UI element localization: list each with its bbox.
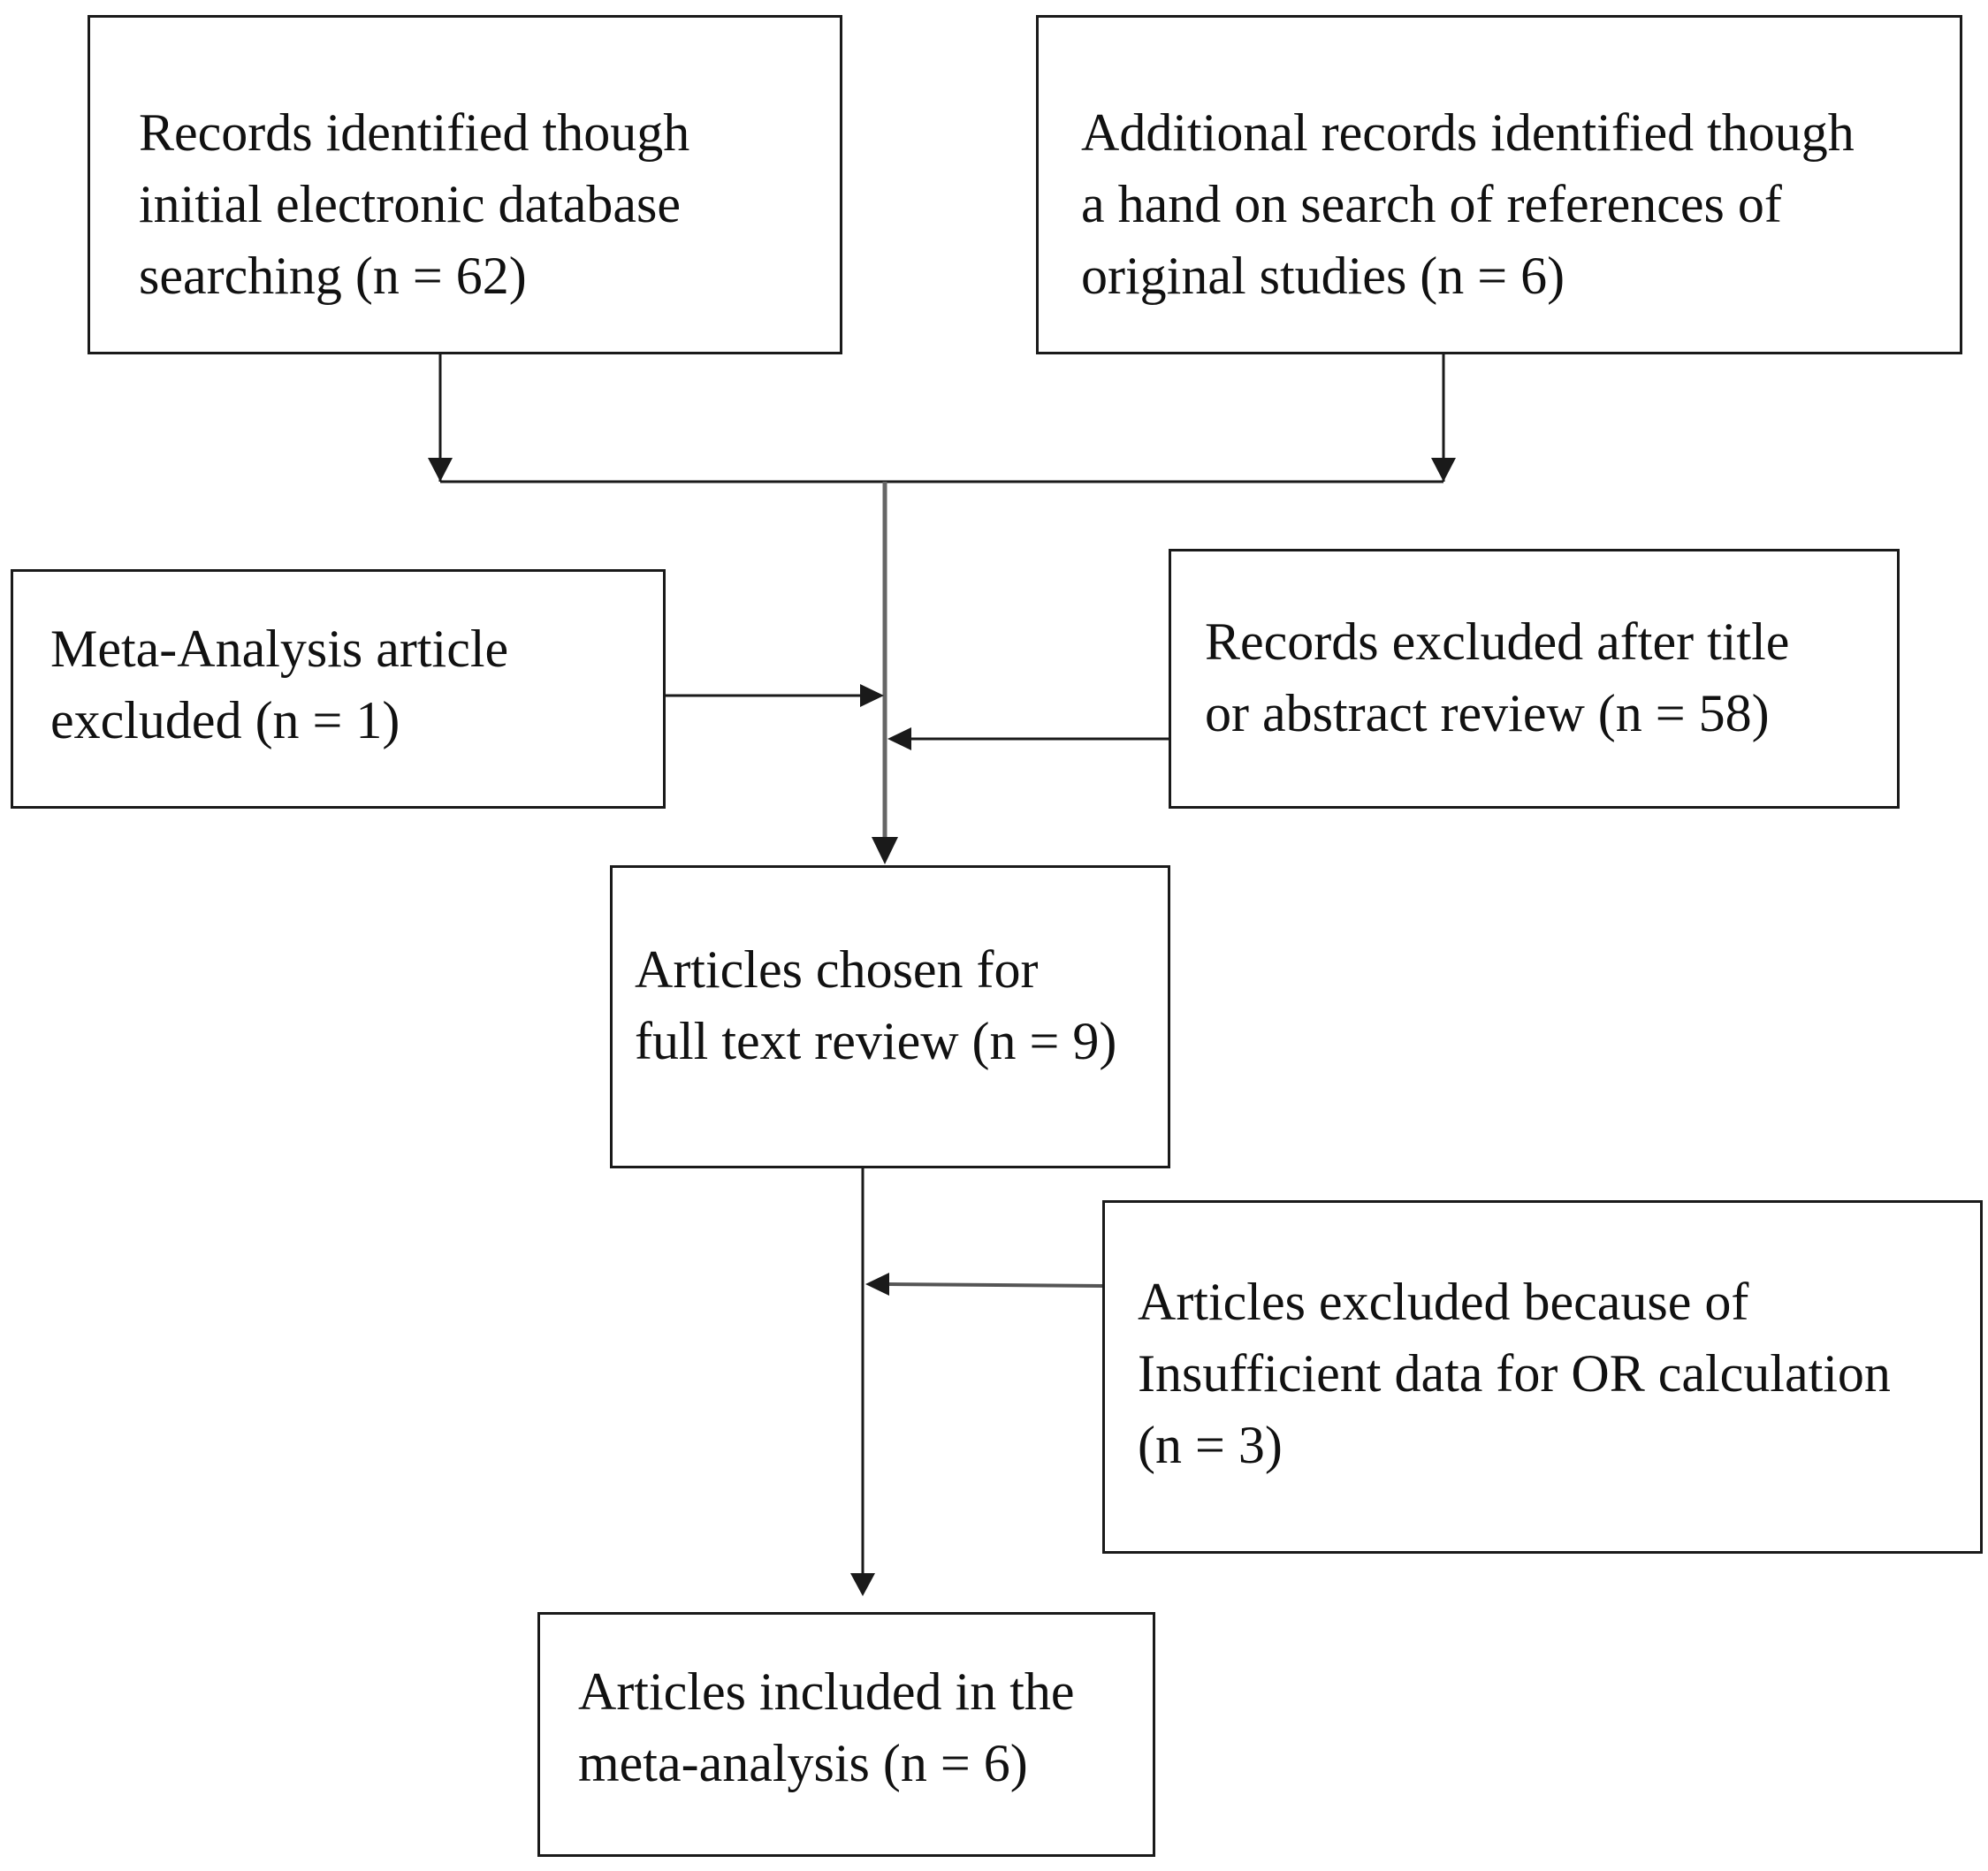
- box-records-database-line-1: Records identified though: [139, 103, 690, 162]
- box-included-meta-analysis-line-2: meta-analysis (n = 6): [578, 1734, 1028, 1792]
- arrow-insufficient-data: [887, 1282, 1103, 1288]
- box-insufficient-data-excluded-line-3: (n = 3): [1138, 1416, 1283, 1474]
- box-included-meta-analysis-line-1: Articles included in the: [578, 1662, 1075, 1721]
- box-records-database-line-2: initial electronic database: [139, 175, 682, 233]
- box-records-database: Records identified though initial electr…: [88, 15, 842, 354]
- box-full-text-review-line-2: full text review (n = 9): [635, 1012, 1117, 1070]
- arrowhead-records-excluded: [887, 727, 911, 750]
- box-meta-analysis-excluded-line-2: excluded (n = 1): [50, 691, 400, 749]
- box-records-excluded-title-line-1: Records excluded after title: [1205, 612, 1790, 671]
- arrowhead-insufficient-data: [865, 1273, 889, 1296]
- arrowhead-to-full-text: [872, 837, 898, 864]
- arrowhead-database: [428, 458, 453, 482]
- box-full-text-review: Articles chosen for full text review (n …: [610, 865, 1170, 1168]
- box-meta-analysis-excluded-line-1: Meta-Analysis article: [50, 620, 509, 678]
- box-meta-analysis-excluded: Meta-Analysis article excluded (n = 1): [11, 569, 666, 809]
- arrowhead-to-included: [850, 1573, 875, 1596]
- box-records-excluded-title: Records excluded after title or abstract…: [1169, 549, 1900, 809]
- box-records-hand-search: Additional records identified though a h…: [1036, 15, 1962, 354]
- box-records-excluded-title-line-2: or abstract review (n = 58): [1205, 684, 1770, 742]
- box-included-meta-analysis: Articles included in the meta-analysis (…: [537, 1612, 1155, 1857]
- box-records-hand-search-line-1: Additional records identified though: [1081, 103, 1855, 162]
- box-insufficient-data-excluded-line-2: Insufficient data for OR calculation: [1138, 1344, 1891, 1403]
- box-insufficient-data-excluded: Articles excluded because of Insufficien…: [1102, 1200, 1983, 1554]
- box-records-database-line-3: searching (n = 62): [139, 247, 527, 305]
- box-records-hand-search-line-3: original studies (n = 6): [1081, 247, 1565, 305]
- box-full-text-review-line-1: Articles chosen for: [635, 940, 1039, 999]
- box-insufficient-data-excluded-line-1: Articles excluded because of: [1138, 1273, 1749, 1331]
- box-records-hand-search-line-2: a hand on search of references of: [1081, 175, 1782, 233]
- arrowhead-meta-analysis: [860, 684, 884, 707]
- arrowhead-hand-search: [1431, 458, 1456, 482]
